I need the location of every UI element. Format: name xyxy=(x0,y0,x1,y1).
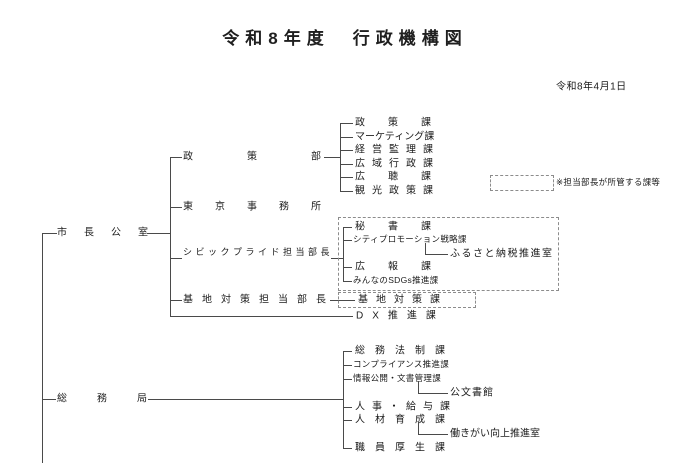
label-policy-division: 政策課 xyxy=(355,117,454,129)
connector-line xyxy=(343,420,352,421)
page-title: 令和8年度 行政機構図 xyxy=(222,29,468,48)
connector-line xyxy=(418,393,448,394)
connector-line xyxy=(343,407,352,408)
legend-note: ※担当部長が所管する課等 xyxy=(556,177,661,188)
connector-line xyxy=(418,381,419,393)
label-management-supervision-division: 経営監理課 xyxy=(355,144,440,156)
label-sdgs-division: みんなのSDGs推進課 xyxy=(353,275,439,286)
connector-line xyxy=(42,399,56,400)
label-secretary-division: 秘書課 xyxy=(355,221,454,233)
label-tokyo-office: 東京事務所 xyxy=(183,201,343,213)
connector-line xyxy=(418,434,448,435)
connector-line xyxy=(340,164,353,165)
connector-line xyxy=(340,123,341,192)
label-policy-dept: 政策部 xyxy=(183,151,375,163)
civic-pride-group-box xyxy=(338,217,559,291)
connector-line xyxy=(147,233,170,234)
connector-line xyxy=(343,351,352,352)
connector-line xyxy=(170,157,182,158)
label-information-disclosure-division: 情報公開・文書管理課 xyxy=(353,373,442,384)
date-label: 令和8年4月1日 xyxy=(556,81,627,93)
connector-line xyxy=(330,300,355,301)
connector-line xyxy=(340,191,353,192)
label-mayor-office: 市長公室 xyxy=(57,227,165,239)
connector-line xyxy=(340,177,353,178)
connector-line xyxy=(170,157,171,317)
legend-box xyxy=(490,175,554,191)
label-base-director: 基地対策担当部長 xyxy=(183,294,335,306)
connector-line xyxy=(343,379,352,380)
connector-line xyxy=(340,137,353,138)
label-personnel-division: 人事・給与課 xyxy=(355,401,457,413)
connector-line xyxy=(340,150,353,151)
connector-line xyxy=(42,233,57,234)
connector-line xyxy=(343,227,344,281)
connector-line xyxy=(148,399,343,400)
connector-line xyxy=(343,240,352,241)
connector-line xyxy=(425,243,426,254)
connector-line xyxy=(170,316,353,317)
connector-line xyxy=(324,157,340,158)
label-city-promotion-division: シティプロモーション戦略課 xyxy=(353,234,467,245)
connector-line xyxy=(418,422,419,434)
label-public-hearing-division: 広聴課 xyxy=(355,171,454,183)
connector-line xyxy=(331,258,343,259)
label-hr-development-division: 人材育成課 xyxy=(355,414,455,426)
connector-line xyxy=(170,258,182,259)
connector-line xyxy=(343,448,352,449)
label-marketing-division: マーケティング課 xyxy=(355,131,435,143)
label-regional-admin-division: 広域行政課 xyxy=(355,158,440,170)
connector-line xyxy=(425,254,448,255)
connector-line xyxy=(170,300,182,301)
label-compliance-division: コンプライアンス推進課 xyxy=(353,359,450,370)
connector-line xyxy=(343,267,352,268)
label-dx-division: DX推進課 xyxy=(356,310,445,322)
label-archives: 公文書館 xyxy=(450,387,494,399)
label-base-division: 基地対策課 xyxy=(358,294,448,306)
label-general-affairs-bureau: 総務局 xyxy=(57,393,177,405)
base-division-box xyxy=(338,292,476,308)
connector-line xyxy=(343,351,344,448)
connector-line xyxy=(343,281,352,282)
label-civic-pride-director: シビックプライド担当部長 xyxy=(183,246,334,257)
connector-line xyxy=(42,233,43,463)
connector-line xyxy=(340,123,353,124)
label-legal-division: 総務法制課 xyxy=(355,345,455,357)
connector-line xyxy=(343,365,352,366)
label-pr-division: 広報課 xyxy=(355,261,454,273)
label-staff-welfare-division: 職員厚生課 xyxy=(355,442,455,454)
label-workplace-improvement-office: 働きがい向上推進室 xyxy=(450,428,540,440)
connector-line xyxy=(343,227,352,228)
label-furusato-tax-office: ふるさと納税推進室 xyxy=(450,248,554,260)
connector-line xyxy=(170,207,182,208)
label-tourism-policy-division: 観光政策課 xyxy=(355,185,440,197)
